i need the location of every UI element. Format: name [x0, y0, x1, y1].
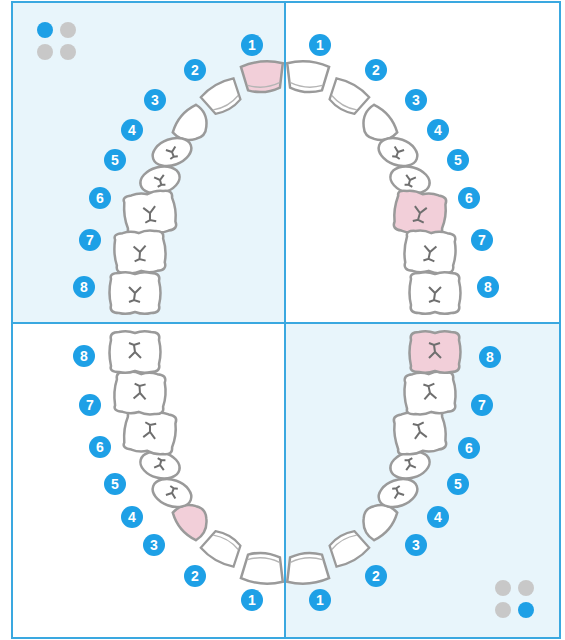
icon-dot: [518, 580, 534, 596]
quadrant-ground: [12, 2, 285, 323]
tooth: [410, 331, 461, 373]
callout-number: 6: [89, 187, 111, 209]
callout-number: 8: [479, 346, 501, 368]
callout-number: 1: [309, 589, 331, 611]
tooth: [199, 527, 245, 570]
tooth: [285, 60, 329, 94]
callout-number: 2: [184, 59, 206, 81]
callout-number: 8: [73, 345, 95, 367]
callout-number: 3: [405, 534, 427, 556]
callout-number: 8: [73, 276, 95, 298]
callout-number: 7: [471, 229, 493, 251]
callout-number: 5: [447, 149, 469, 171]
callout-number: 7: [79, 229, 101, 251]
tooth: [375, 474, 421, 512]
icon-dot: [518, 602, 534, 618]
divider-line: [284, 2, 286, 638]
tooth: [110, 331, 161, 373]
icon-dot: [60, 44, 76, 60]
chart-border: [12, 2, 560, 638]
callout-number: 3: [143, 534, 165, 556]
quadrant-icon: [37, 22, 76, 60]
tooth: [375, 133, 421, 171]
tooth: [324, 76, 370, 119]
tooth: [149, 474, 195, 512]
tooth: [110, 272, 161, 314]
tooth: [324, 527, 370, 570]
tooth: [241, 551, 285, 585]
callout-number: 6: [458, 187, 480, 209]
callout-number: 7: [79, 394, 101, 416]
callout-number: 5: [104, 149, 126, 171]
icon-dot: [37, 44, 53, 60]
callout-number: 2: [365, 565, 387, 587]
callout-number: 1: [241, 589, 263, 611]
icon-dot: [495, 602, 511, 618]
icon-dot: [60, 22, 76, 38]
quadrant-ground: [285, 323, 560, 638]
callout-number: 2: [365, 59, 387, 81]
icon-dot: [37, 22, 53, 38]
tooth: [410, 272, 461, 314]
tooth: [241, 60, 285, 94]
callout-number: 8: [477, 276, 499, 298]
callout-number: 6: [458, 437, 480, 459]
callout-number: 2: [184, 565, 206, 587]
callout-number: 1: [241, 34, 263, 56]
quadrant-icon: [495, 580, 534, 618]
callout-number: 7: [471, 394, 493, 416]
callout-number: 1: [309, 34, 331, 56]
tooth: [149, 133, 195, 171]
callout-number: 5: [104, 473, 126, 495]
callout-number: 6: [89, 436, 111, 458]
tooth: [285, 551, 329, 585]
tooth: [113, 370, 167, 415]
callout-number: 4: [427, 506, 449, 528]
callout-number: 5: [447, 473, 469, 495]
tooth: [113, 229, 167, 274]
callout-number: 4: [121, 506, 143, 528]
icon-dot: [495, 580, 511, 596]
divider-line: [12, 322, 560, 324]
callout-number: 4: [427, 119, 449, 141]
callout-number: 3: [144, 89, 166, 111]
tooth: [403, 370, 457, 415]
callout-number: 4: [121, 119, 143, 141]
tooth: [199, 76, 245, 119]
tooth: [403, 229, 457, 274]
callout-number: 3: [405, 89, 427, 111]
